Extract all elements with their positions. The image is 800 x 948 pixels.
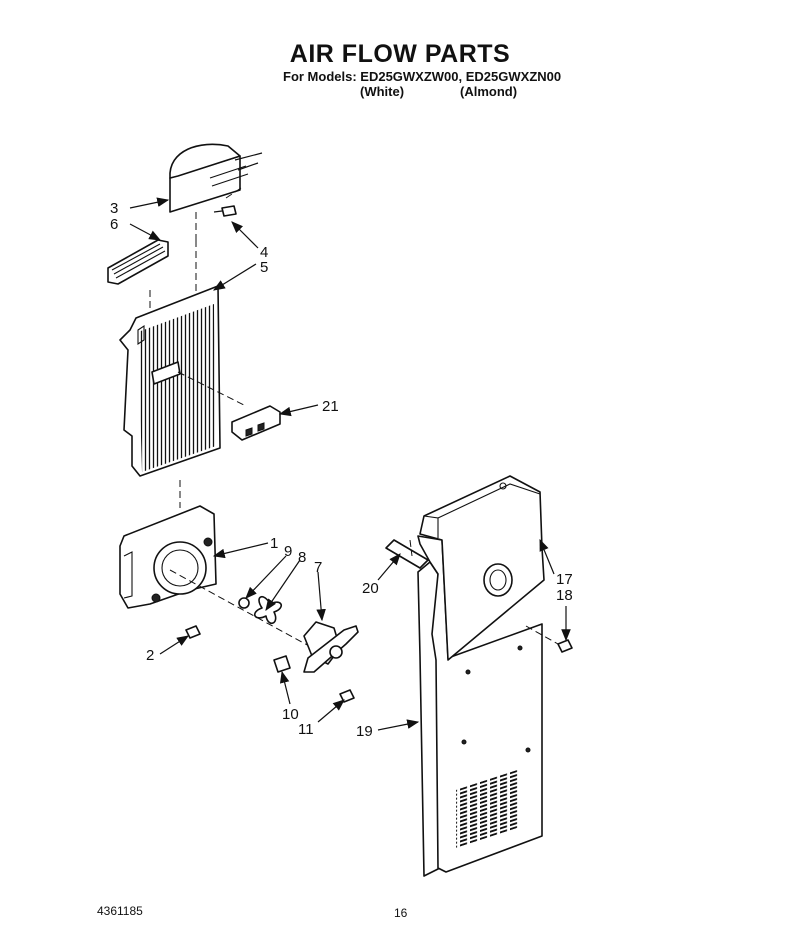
callout-20: 20 (362, 580, 379, 597)
callout-1: 1 (270, 535, 278, 552)
callout-6: 6 (110, 216, 118, 233)
models-line: For Models: ED25GWXZW00, ED25GWXZN00 (283, 69, 562, 84)
callout-10: 10 (282, 706, 299, 723)
liner-panel-part-19 (417, 535, 543, 877)
grommet-part-10 (273, 655, 291, 673)
document-number: 4361185 (97, 904, 143, 918)
variant-almond: (Almond) (460, 84, 518, 99)
callout-11: 11 (298, 721, 314, 738)
screw-part-18 (557, 639, 573, 653)
callout-9: 9 (284, 543, 292, 560)
bracket-part-21 (177, 371, 281, 441)
air-duct-part (169, 143, 263, 240)
fan-motor-assembly (169, 569, 359, 673)
callout-18: 18 (556, 587, 573, 604)
callout-21: 21 (322, 398, 339, 415)
leader-lines (129, 197, 571, 731)
page-title: AIR FLOW PARTS (289, 40, 511, 68)
callout-2: 2 (146, 647, 154, 664)
variant-white: (White) (360, 84, 405, 99)
callout-7: 7 (314, 559, 322, 576)
screw-part-11 (339, 689, 355, 703)
grille-part-6 (107, 239, 169, 285)
cover-part-17 (419, 475, 545, 661)
callout-8: 8 (298, 549, 306, 566)
evaporator-cover-part-5 (119, 240, 221, 477)
callout-5: 5 (260, 259, 268, 276)
screw-part-4 (213, 185, 245, 217)
page-number: 16 (394, 906, 408, 920)
fan-shroud-part-1 (119, 480, 217, 609)
screw-part-2 (185, 625, 201, 639)
callout-3: 3 (110, 200, 118, 217)
callout-19: 19 (356, 723, 373, 740)
callout-17: 17 (556, 571, 573, 588)
callout-4: 4 (260, 244, 268, 261)
